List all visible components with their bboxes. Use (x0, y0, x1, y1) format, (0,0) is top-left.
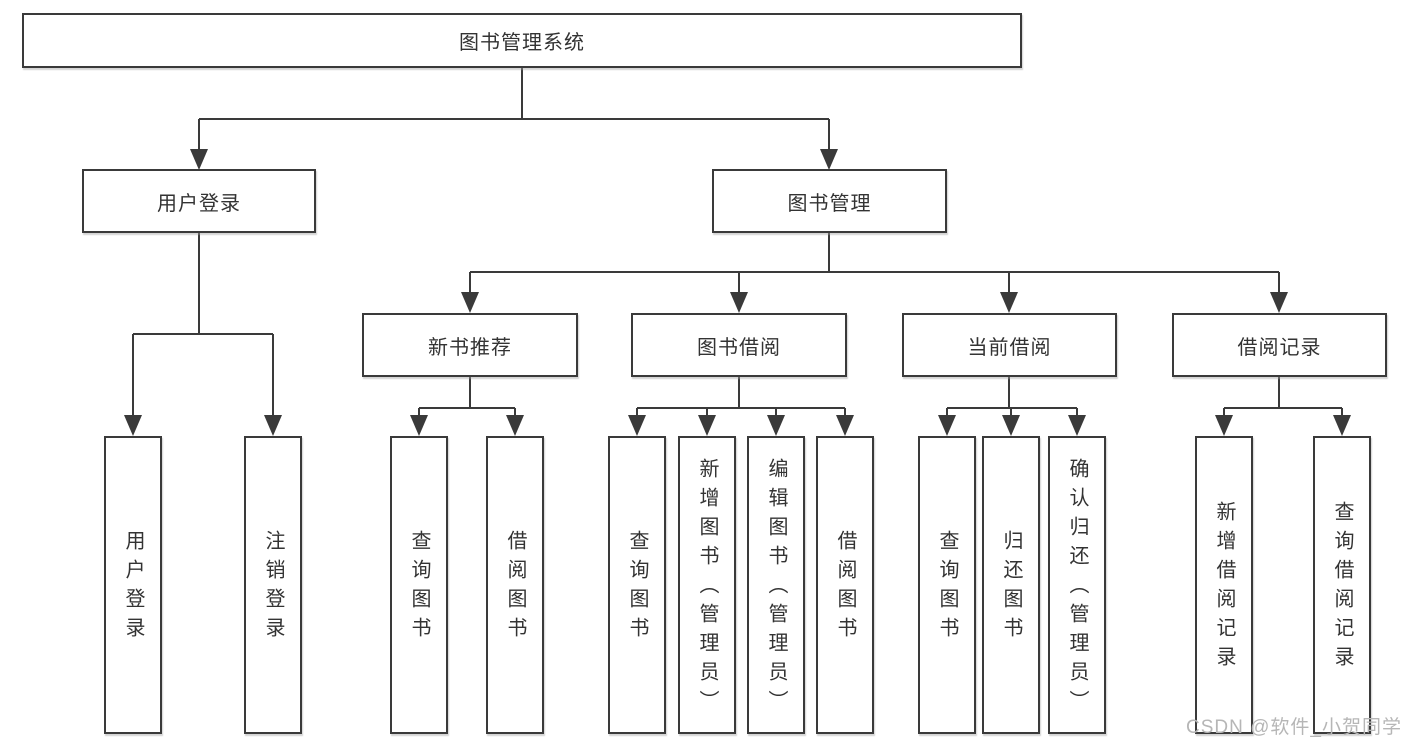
node-borrow-edit-books-admin: 编辑图书（管理员） (747, 436, 805, 734)
node-new-book-recommend: 新书推荐 (362, 313, 578, 377)
node-user-login-action: 用户登录 (104, 436, 162, 734)
node-logout-action: 注销登录 (244, 436, 302, 734)
node-recommend-query-books: 查询图书 (390, 436, 448, 734)
node-borrow-records: 借阅记录 (1172, 313, 1387, 377)
node-book-borrow: 图书借阅 (631, 313, 847, 377)
node-records-add-record: 新增借阅记录 (1195, 436, 1253, 734)
node-current-borrow: 当前借阅 (902, 313, 1117, 377)
node-borrow-query-books: 查询图书 (608, 436, 666, 734)
node-borrow-add-books-admin: 新增图书（管理员） (678, 436, 736, 734)
node-book-management: 图书管理 (712, 169, 947, 233)
node-records-query-record: 查询借阅记录 (1313, 436, 1371, 734)
node-current-confirm-return-admin: 确认归还（管理员） (1048, 436, 1106, 734)
arrowheads (124, 149, 1351, 436)
node-recommend-borrow-books: 借阅图书 (486, 436, 544, 734)
csdn-watermark: CSDN @软件_小贺同学 (1186, 717, 1402, 738)
node-current-return-books: 归还图书 (982, 436, 1040, 734)
node-borrow-borrow-books: 借阅图书 (816, 436, 874, 734)
node-current-query-books: 查询图书 (918, 436, 976, 734)
node-system-root: 图书管理系统 (22, 13, 1022, 68)
node-user-login: 用户登录 (82, 169, 316, 233)
